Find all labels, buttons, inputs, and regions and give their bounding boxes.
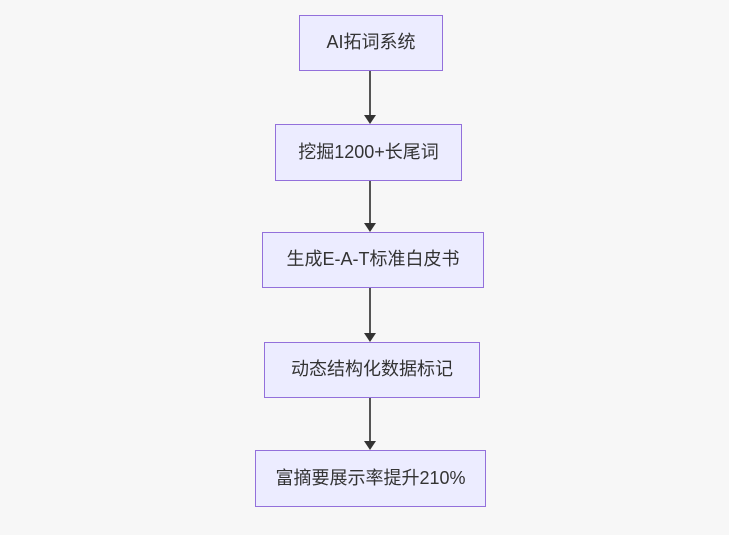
arrow-line — [369, 181, 371, 225]
flow-arrow-1 — [364, 71, 376, 124]
flow-arrow-3 — [364, 288, 376, 342]
arrow-head-icon — [364, 223, 376, 232]
flow-arrow-4 — [364, 398, 376, 450]
arrow-head-icon — [364, 333, 376, 342]
flow-node-label: 富摘要展示率提升210% — [275, 467, 466, 488]
arrow-line — [369, 398, 371, 443]
arrow-head-icon — [364, 441, 376, 450]
flow-node-label: 生成E-A-T标准白皮书 — [286, 249, 460, 270]
flow-node-dynamic-structured-data-markup: 动态结构化数据标记 — [264, 342, 480, 398]
arrow-line — [369, 288, 371, 335]
flow-arrow-2 — [364, 181, 376, 232]
flow-node-label: 挖掘1200+长尾词 — [298, 141, 439, 162]
flow-node-generate-eat-whitepaper: 生成E-A-T标准白皮书 — [262, 232, 484, 288]
flow-node-mine-longtail-keywords: 挖掘1200+长尾词 — [275, 124, 462, 181]
flow-node-rich-snippet-rate-increase: 富摘要展示率提升210% — [255, 450, 486, 507]
arrow-head-icon — [364, 115, 376, 124]
flow-node-label: AI拓词系统 — [326, 32, 416, 53]
flow-node-ai-word-expansion-system: AI拓词系统 — [299, 15, 443, 71]
arrow-line — [369, 71, 371, 117]
flow-node-label: 动态结构化数据标记 — [291, 359, 453, 380]
